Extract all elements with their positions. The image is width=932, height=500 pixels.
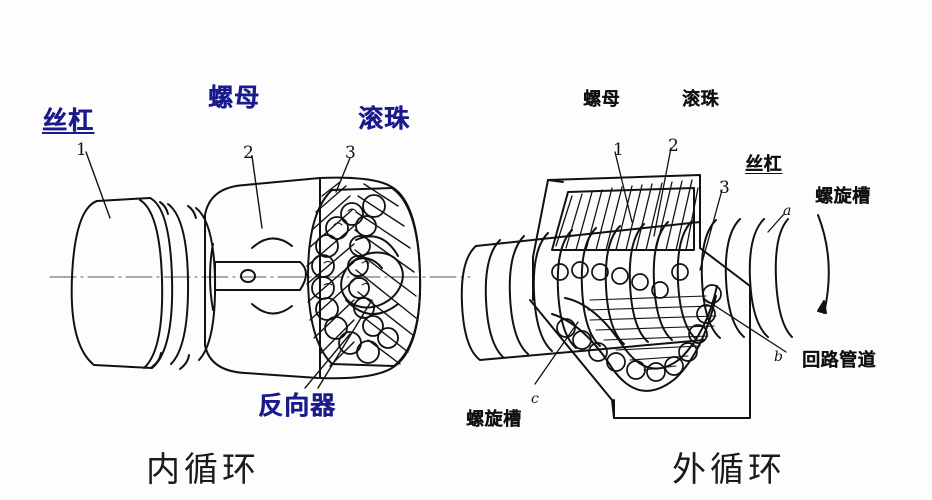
left-number-3: 3 <box>345 143 356 163</box>
right-letter-c: c <box>531 391 539 407</box>
right-label-return-tube: 回路管道 <box>802 350 876 371</box>
right-return-tube <box>551 285 718 392</box>
right-screw-shaft <box>460 218 793 361</box>
left-reverser-arc <box>251 237 293 315</box>
left-number-2: 2 <box>243 143 254 163</box>
left-number-1: 1 <box>76 140 87 160</box>
right-rotation-arrow <box>817 214 830 314</box>
left-screw-shaft <box>70 197 217 370</box>
left-nut-body <box>204 177 321 379</box>
right-label-helix-groove-bottom: 螺旋槽 <box>466 409 522 430</box>
caption-internal-circulation: 内循环 <box>146 450 260 490</box>
left-inner-shaft <box>214 261 307 291</box>
left-label-nut: 螺母 <box>208 83 261 112</box>
right-number-1: 1 <box>613 140 624 160</box>
left-label-screw: 丝杠 <box>42 106 95 135</box>
right-number-3: 3 <box>719 178 730 198</box>
left-nut-cutaway <box>307 176 422 380</box>
left-reverser-insert <box>340 235 404 316</box>
right-label-screw: 丝杠 <box>745 154 782 175</box>
right-nut-block <box>529 174 751 419</box>
left-nut-hatching <box>306 181 417 367</box>
right-nut-hatching <box>551 179 699 251</box>
right-ball-chain <box>551 261 722 382</box>
left-label-ball: 滚珠 <box>358 104 411 133</box>
right-letter-a: a <box>783 203 792 219</box>
right-label-nut: 螺母 <box>583 89 620 110</box>
right-label-helix-groove-top: 螺旋槽 <box>815 186 871 207</box>
right-letter-b: b <box>774 349 783 365</box>
left-leader-lines <box>85 151 373 389</box>
left-label-reverser: 反向器 <box>258 391 337 420</box>
right-label-ball: 滚珠 <box>682 89 719 110</box>
left-ball-circuit <box>311 194 399 364</box>
right-number-2: 2 <box>668 136 679 156</box>
caption-external-circulation: 外循环 <box>672 450 786 490</box>
right-leader-lines <box>534 147 787 385</box>
